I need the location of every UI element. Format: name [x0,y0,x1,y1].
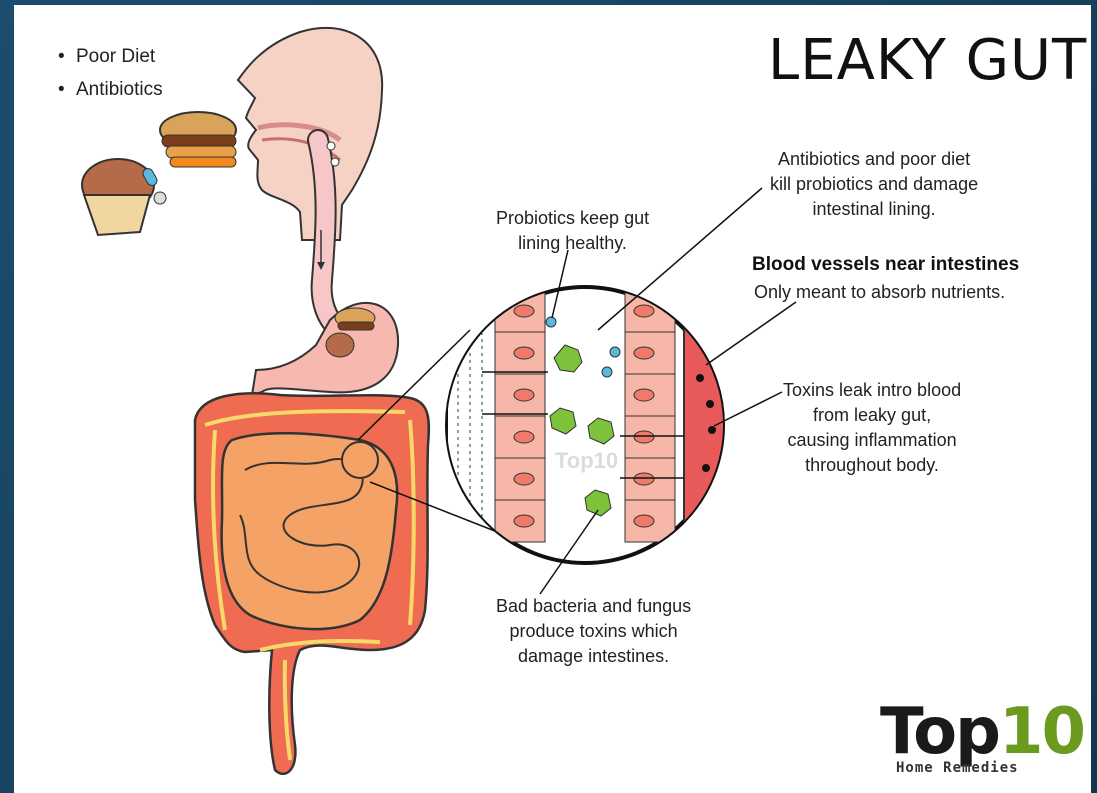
annotation-line: from leaky gut, [783,403,961,428]
annotation-line: causing inflammation [783,428,961,453]
annotation-line: kill probiotics and damage [770,172,978,197]
probiotics-annotation: Probiotics keep gut lining healthy. [496,206,649,256]
annotation-line: Probiotics keep gut [496,206,649,231]
annotation-line: throughout body. [783,453,961,478]
blood-vessel [684,280,724,580]
cause-item: Antibiotics [58,73,163,106]
burger-icon [160,112,236,167]
annotation-line: damage intestines. [496,644,691,669]
small-intestine [222,433,398,629]
muffin-icon [82,159,154,235]
vessels-text: Only meant to absorb nutrients. [754,280,1005,305]
toxins-annotation: Toxins leak intro blood from leaky gut, … [783,378,961,478]
bacteria-annotation: Bad bacteria and fungus produce toxins w… [496,594,691,669]
logo-main: Top [880,695,999,769]
vessels-heading: Blood vessels near intestines [752,252,1019,277]
annotation-line: Toxins leak intro blood [783,378,961,403]
magnified-view: Top10 [447,280,724,580]
logo-subtitle: Home Remedies [896,760,1019,776]
causes-list: Poor Diet Antibiotics [58,40,163,106]
antibiotics-annotation: Antibiotics and poor diet kill probiotic… [770,147,978,222]
logo-number: 10 [999,695,1084,769]
annotation-line: Bad bacteria and fungus [496,594,691,619]
annotation-line: intestinal lining. [770,197,978,222]
annotation-line: lining healthy. [496,231,649,256]
annotation-line: produce toxins which [496,619,691,644]
left-cell-column [448,280,545,580]
right-cell-column [625,290,675,542]
page-title: LEAKY GUT [768,28,1087,93]
watermark: Top10 [555,448,618,473]
cause-item: Poor Diet [58,40,163,73]
logo: Top10 [880,700,1084,764]
annotation-line: Antibiotics and poor diet [770,147,978,172]
